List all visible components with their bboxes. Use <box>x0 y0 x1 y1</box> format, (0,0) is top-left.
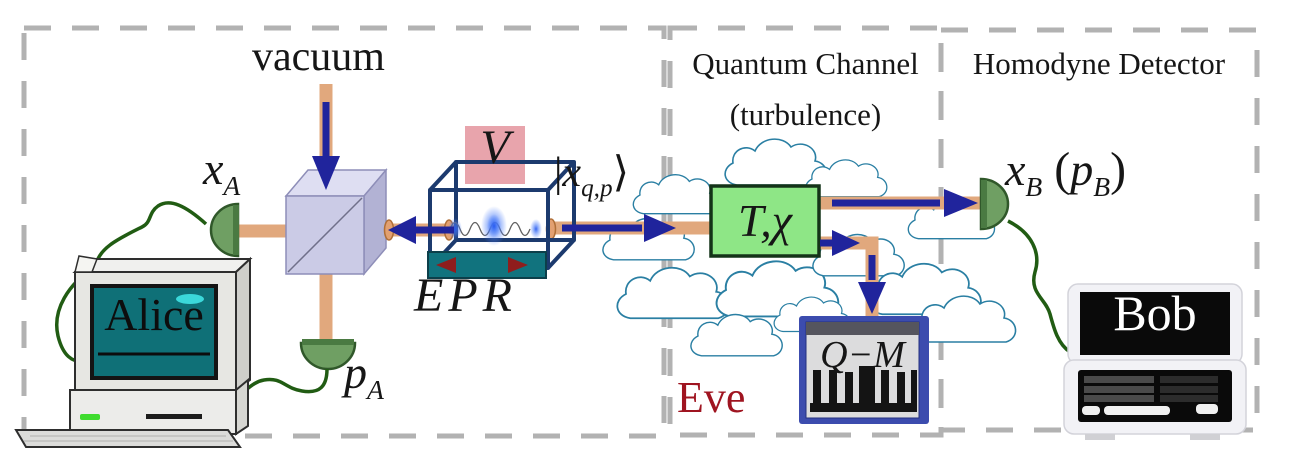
quantum-memory-label: Q−M <box>820 334 905 376</box>
photodetectors <box>209 177 1010 371</box>
x-a-wire <box>55 201 208 364</box>
memory-barcode <box>810 366 917 412</box>
variance-box <box>465 126 525 184</box>
bob-laptop-icon <box>1063 283 1247 440</box>
epr-output-arrow-icon <box>562 214 676 242</box>
eve-label: Eve <box>677 373 746 422</box>
alice-computer-icon <box>14 255 253 448</box>
epr-wireframe <box>428 160 576 270</box>
pump-left-arrow-icon <box>436 257 456 273</box>
bob-computer-name: Bob <box>1113 285 1197 341</box>
propagation-arrows <box>312 102 978 314</box>
frame-alice-station <box>21 25 667 439</box>
pump-base <box>427 251 547 279</box>
eve-down-arrow-icon <box>858 255 886 314</box>
alice-x-quadrature-label: xA <box>203 143 241 202</box>
alice-keyboard-icon <box>14 429 242 448</box>
quantum-channel-title: Quantum Channel <box>692 46 919 81</box>
pump-right-arrow-icon <box>508 257 528 273</box>
bob-keyboard-keys <box>1084 376 1154 402</box>
p-a-detector-icon <box>299 341 357 371</box>
transmission-box <box>709 184 821 258</box>
state-ket-label: |xq,p⟩ <box>554 150 629 203</box>
bob-detector-icon <box>979 177 1010 231</box>
variance-label: V <box>480 121 510 174</box>
detector-wires <box>55 201 1072 398</box>
bob-measurement-label: xB(pB) <box>1005 143 1127 203</box>
transmission-label: T,χ <box>738 195 792 246</box>
eve-tap-arrow-icon <box>820 230 860 256</box>
epr-to-splitter-arrow-icon <box>388 216 454 244</box>
vacuum-arrow-icon <box>312 102 340 190</box>
alice-p-quadrature-label: pA <box>344 347 384 406</box>
channel-to-bob-arrow-icon <box>832 189 978 217</box>
p-a-wire <box>235 368 329 398</box>
bob-wire <box>1007 219 1072 354</box>
quantum-memory-icon <box>799 316 929 424</box>
epr-label: EPR <box>414 269 517 322</box>
homodyne-detector-title: Homodyne Detector <box>972 46 1226 81</box>
vacuum-label: vacuum <box>252 34 385 80</box>
x-a-detector-icon <box>209 202 240 258</box>
alice-computer-name: Alice <box>104 289 204 340</box>
beam-splitter-icon <box>284 167 395 277</box>
turbulence-subtitle: (turbulence) <box>729 97 882 132</box>
